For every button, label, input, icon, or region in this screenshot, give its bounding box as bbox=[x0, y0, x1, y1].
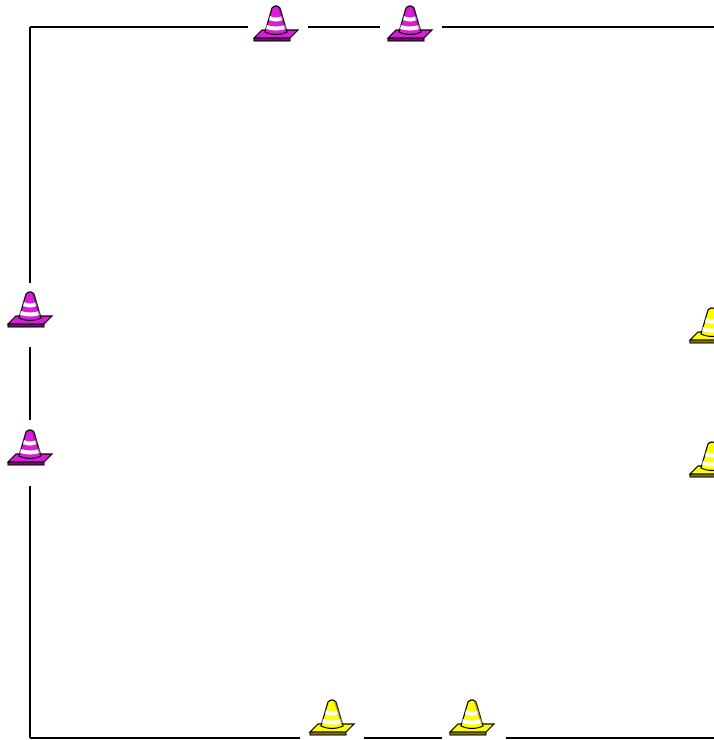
traffic-cone-icon bbox=[388, 6, 432, 41]
field-boundary bbox=[30, 27, 714, 738]
traffic-cone-icon bbox=[690, 442, 714, 477]
traffic-cone-icon bbox=[450, 700, 494, 735]
traffic-cone-icon bbox=[8, 292, 52, 327]
cones-layer bbox=[8, 6, 714, 735]
traffic-cone-icon bbox=[254, 6, 298, 41]
traffic-cone-icon bbox=[8, 430, 52, 465]
traffic-cone-icon bbox=[310, 700, 354, 735]
traffic-cone-icon bbox=[690, 308, 714, 343]
